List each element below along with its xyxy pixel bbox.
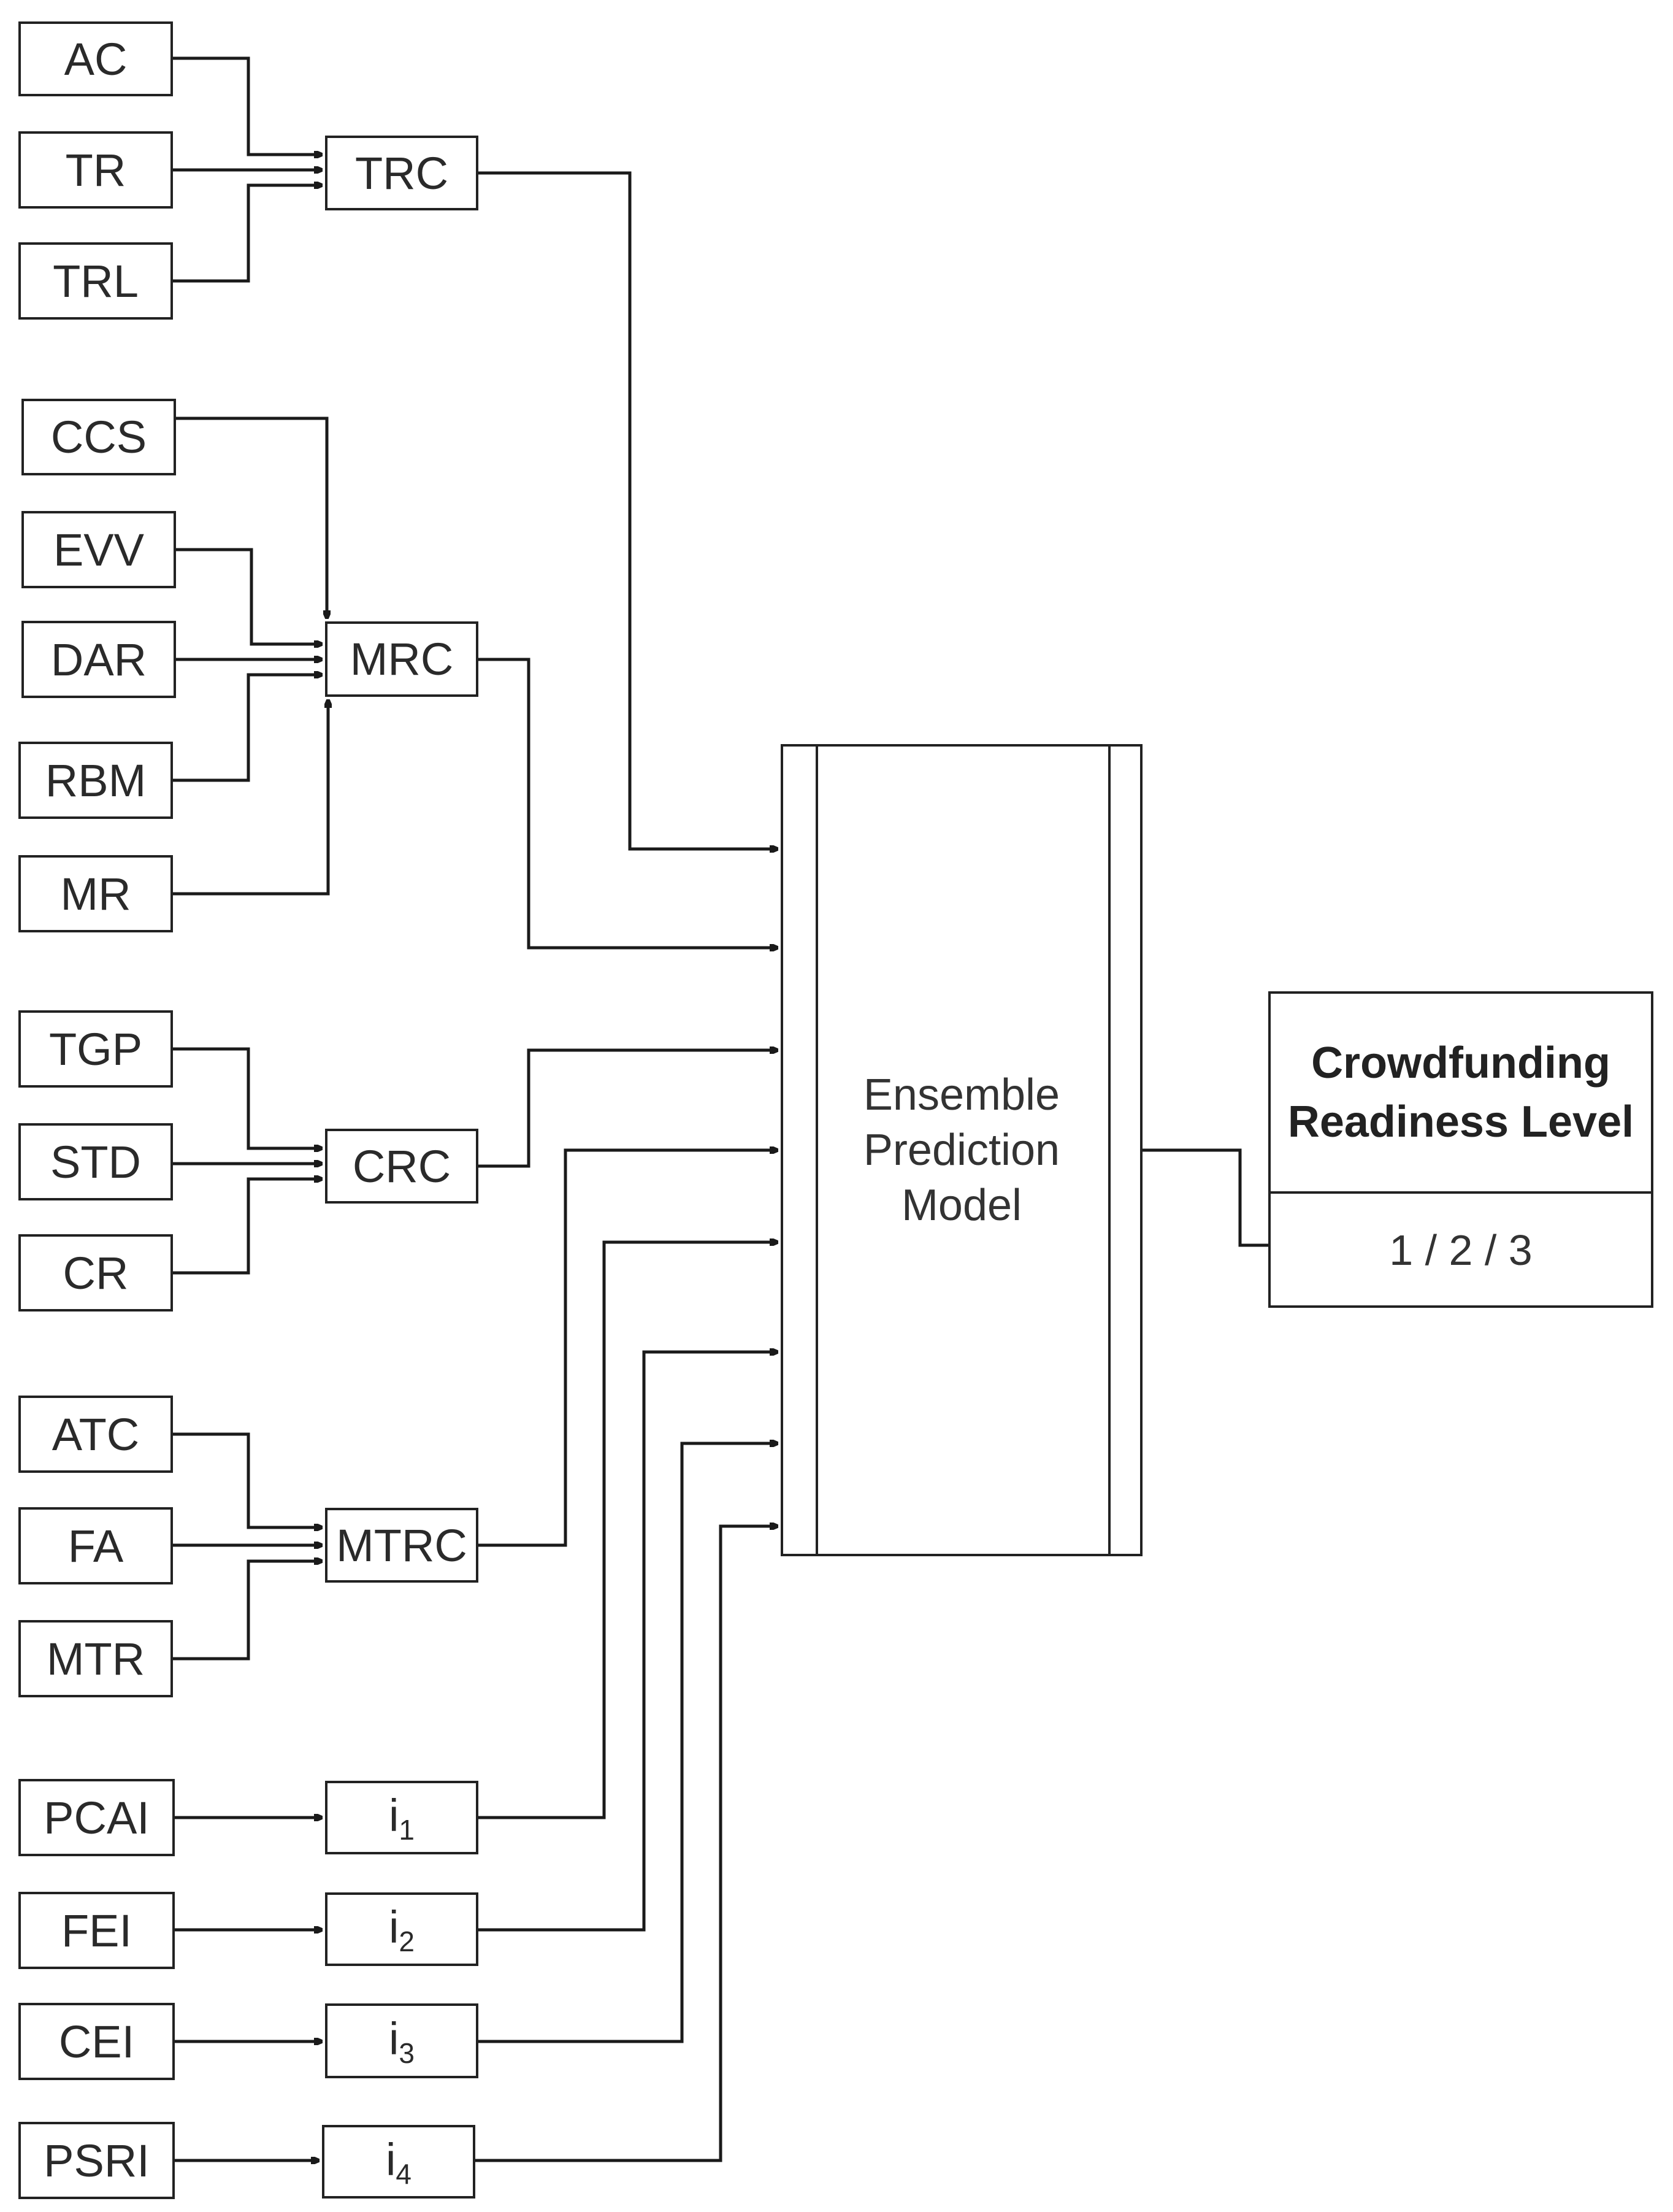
input-mr: MR xyxy=(18,855,173,932)
arrow-ccs-to-mrc xyxy=(176,417,327,618)
index-i3-sub: 3 xyxy=(399,2037,415,2069)
composite-mtrc-label: MTRC xyxy=(336,1519,467,1571)
index-i2-label: i2 xyxy=(389,1901,415,1958)
arrow-i2-to-model xyxy=(478,1352,778,1932)
arrow-atc-to-mtrc xyxy=(173,1432,322,1527)
index-i4-label: i4 xyxy=(386,2133,412,2191)
output-title-line2: Readiness Level xyxy=(1287,1097,1634,1146)
input-dar: DAR xyxy=(21,621,176,698)
arrow-mrc-to-model xyxy=(478,658,778,948)
arrow-ac-to-trc xyxy=(173,56,322,155)
output-title-line1: Crowdfunding xyxy=(1311,1039,1610,1088)
index-i4: i4 xyxy=(322,2125,475,2199)
model-right-bar xyxy=(1108,747,1111,1554)
input-evv-label: EVV xyxy=(53,524,145,575)
index-i3-label: i3 xyxy=(389,2013,415,2070)
input-atc-label: ATC xyxy=(52,1408,140,1460)
composite-mrc: MRC xyxy=(325,621,478,697)
input-ac: AC xyxy=(18,21,173,96)
input-ccs-label: CCS xyxy=(50,412,147,463)
input-dar-label: DAR xyxy=(50,634,147,685)
arrow-rbm-to-mrc xyxy=(173,675,322,782)
input-cr-label: CR xyxy=(63,1247,129,1299)
input-tgp: TGP xyxy=(18,1010,173,1088)
input-mtr: MTR xyxy=(18,1620,173,1697)
input-trl-label: TRL xyxy=(53,255,139,307)
output-divider xyxy=(1271,1191,1651,1194)
index-i1: i1 xyxy=(325,1781,478,1854)
composite-crc-label: CRC xyxy=(352,1140,451,1192)
model-label-line1: Ensemble xyxy=(863,1070,1060,1119)
index-i3: i3 xyxy=(325,2003,478,2078)
composite-crc: CRC xyxy=(325,1129,478,1204)
input-mtr-label: MTR xyxy=(46,1633,145,1684)
input-rbm-label: RBM xyxy=(45,755,147,806)
readiness-output-box: Crowdfunding Readiness Level 1 / 2 / 3 xyxy=(1268,991,1653,1308)
arrow-trc-to-model xyxy=(478,171,778,849)
input-fei-label: FEI xyxy=(61,1905,132,1956)
input-atc: ATC xyxy=(18,1396,173,1473)
ensemble-model-box: Ensemble Prediction Model xyxy=(781,744,1143,1556)
model-label-line2: Prediction xyxy=(863,1126,1060,1175)
index-i2-base: i xyxy=(388,1901,399,1953)
input-fa-label: FA xyxy=(67,1520,124,1572)
input-trl: TRL xyxy=(18,242,173,320)
index-i1-base: i xyxy=(388,1789,399,1841)
composite-trc-label: TRC xyxy=(354,147,449,199)
arrow-crc-to-model xyxy=(478,1050,778,1168)
input-pcai-label: PCAI xyxy=(44,1792,150,1843)
input-mr-label: MR xyxy=(60,868,131,920)
index-i2: i2 xyxy=(325,1892,478,1966)
index-i4-sub: 4 xyxy=(396,2157,412,2190)
arrow-i4-to-model xyxy=(475,1526,778,2162)
input-cei: CEI xyxy=(18,2003,175,2080)
output-value: 1 / 2 / 3 xyxy=(1389,1226,1533,1274)
arrow-i1-to-model xyxy=(478,1242,778,1819)
index-i4-base: i xyxy=(385,2133,396,2185)
index-i1-sub: 1 xyxy=(399,1813,415,1846)
model-label-line3: Model xyxy=(901,1181,1022,1230)
index-i1-label: i1 xyxy=(389,1789,415,1846)
input-psri-label: PSRI xyxy=(44,2135,150,2186)
composite-trc: TRC xyxy=(325,136,478,210)
arrow-trl-to-trc xyxy=(173,185,322,283)
input-psri: PSRI xyxy=(18,2122,175,2199)
arrow-i3-to-model xyxy=(478,1443,778,2043)
input-std-label: STD xyxy=(50,1136,141,1188)
input-tgp-label: TGP xyxy=(48,1023,143,1075)
arrow-mtr-to-mtrc xyxy=(173,1561,322,1661)
composite-mtrc: MTRC xyxy=(325,1508,478,1583)
composite-mrc-label: MRC xyxy=(350,634,454,685)
arrow-cr-to-crc xyxy=(173,1179,322,1275)
input-evv: EVV xyxy=(21,511,176,588)
input-tr-label: TR xyxy=(65,144,126,196)
input-fei: FEI xyxy=(18,1892,175,1969)
input-tr: TR xyxy=(18,131,173,209)
model-label: Ensemble Prediction Model xyxy=(783,747,1140,1554)
input-pcai: PCAI xyxy=(18,1779,175,1856)
model-left-bar xyxy=(816,747,818,1554)
input-rbm: RBM xyxy=(18,742,173,819)
arrow-evv-to-mrc xyxy=(176,548,322,644)
index-i3-base: i xyxy=(388,2013,399,2064)
input-std: STD xyxy=(18,1123,173,1200)
arrow-tgp-to-crc xyxy=(173,1047,322,1148)
index-i2-sub: 2 xyxy=(399,1925,415,1957)
arrow-mr-to-mrc xyxy=(173,700,328,896)
output-title: Crowdfunding Readiness Level xyxy=(1271,994,1651,1191)
arrow-mtrc-to-model xyxy=(478,1150,778,1547)
input-fa: FA xyxy=(18,1507,173,1584)
input-ac-label: AC xyxy=(64,33,128,85)
input-cr: CR xyxy=(18,1234,173,1311)
input-ccs: CCS xyxy=(21,399,176,475)
input-cei-label: CEI xyxy=(58,2016,135,2067)
